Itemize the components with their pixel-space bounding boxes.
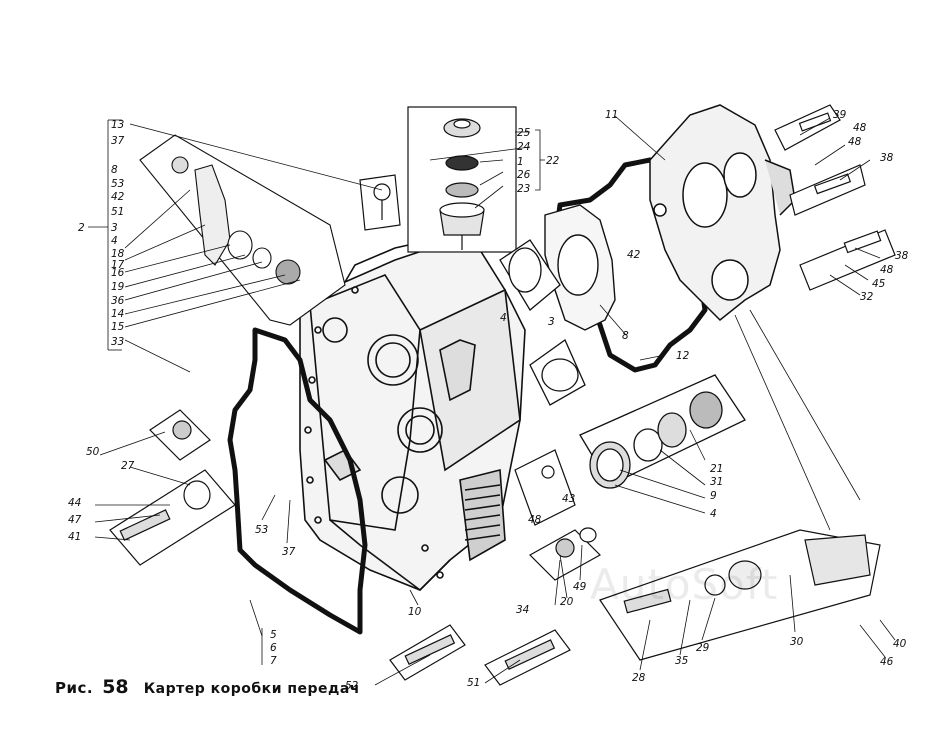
part-label-24: 24 xyxy=(517,141,530,153)
part-label-12: 12 xyxy=(676,350,690,362)
part-label-16: 16 xyxy=(111,267,125,279)
part-label-47: 47 xyxy=(68,514,82,526)
part-label-51: 51 xyxy=(111,206,124,218)
part-label-6: 6 xyxy=(270,642,277,654)
part-label-23: 23 xyxy=(517,183,530,195)
part-label-36: 36 xyxy=(111,295,125,307)
part-label-51: 51 xyxy=(467,677,480,689)
part-label-39: 39 xyxy=(833,109,847,121)
part-label-17: 17 xyxy=(111,259,125,271)
caption-number: 58 xyxy=(102,676,129,698)
caption-prefix: Рис. xyxy=(55,679,94,697)
part-label-9: 9 xyxy=(710,490,717,502)
part-label-31: 31 xyxy=(710,476,723,488)
part-label-2: 2 xyxy=(78,222,85,234)
part-label-10: 10 xyxy=(408,606,422,618)
part-label-35: 35 xyxy=(675,655,689,667)
part-label-1: 1 xyxy=(517,156,524,168)
eye-bolt xyxy=(359,174,401,231)
part-label-5: 5 xyxy=(270,629,277,641)
part-label-42: 42 xyxy=(627,249,641,261)
part-label-26: 26 xyxy=(517,169,531,181)
part-label-32: 32 xyxy=(860,291,874,303)
lower-parts xyxy=(514,449,881,661)
part-label-3: 3 xyxy=(548,316,555,328)
part-label-13: 13 xyxy=(111,119,124,131)
part-label-38: 38 xyxy=(895,250,909,262)
part-label-53: 53 xyxy=(255,524,268,536)
bearing-group xyxy=(579,374,746,489)
part-label-20: 20 xyxy=(560,596,574,608)
part-label-3: 3 xyxy=(111,222,118,234)
part-label-46: 46 xyxy=(880,656,894,668)
part-label-37: 37 xyxy=(282,546,296,558)
part-label-49: 49 xyxy=(573,581,587,593)
part-label-33: 33 xyxy=(111,336,124,348)
part-label-44: 44 xyxy=(68,497,81,509)
part-label-11: 11 xyxy=(605,109,618,121)
gasket-left xyxy=(227,327,368,635)
part-label-8: 8 xyxy=(622,330,629,342)
part-label-38: 38 xyxy=(880,152,894,164)
part-label-27: 27 xyxy=(121,460,135,472)
part-label-19: 19 xyxy=(111,281,125,293)
part-label-48: 48 xyxy=(528,514,542,526)
part-label-50: 50 xyxy=(86,446,100,458)
part-label-41: 41 xyxy=(68,531,81,543)
part-label-15: 15 xyxy=(111,321,125,333)
part-label-48: 48 xyxy=(848,136,862,148)
studs xyxy=(389,624,571,686)
part-label-21: 21 xyxy=(710,463,723,475)
part-label-18: 18 xyxy=(111,248,125,260)
part-label-14: 14 xyxy=(111,308,124,320)
rear-cover xyxy=(649,104,796,322)
figure-caption: Рис. 58 Картер коробки передач xyxy=(55,676,360,698)
part-label-7: 7 xyxy=(270,655,277,667)
part-label-34: 34 xyxy=(516,604,529,616)
part-label-40: 40 xyxy=(893,638,907,650)
leader-lines xyxy=(88,115,896,686)
part-label-22: 22 xyxy=(546,155,560,167)
part-label-25: 25 xyxy=(517,127,531,139)
seal-rings xyxy=(499,239,586,406)
part-label-53: 53 xyxy=(111,178,124,190)
part-label-4: 4 xyxy=(500,312,507,324)
part-label-45: 45 xyxy=(872,278,886,290)
part-label-42: 42 xyxy=(111,191,125,203)
cover-plate xyxy=(544,204,616,331)
inset-box-upper-left xyxy=(139,134,346,326)
inset-box-breather xyxy=(407,106,517,253)
part-label-37: 37 xyxy=(111,135,125,147)
part-label-4: 4 xyxy=(111,235,118,247)
inset-left-parts xyxy=(109,409,236,566)
part-label-8: 8 xyxy=(111,164,118,176)
bolt-set-right xyxy=(774,104,896,291)
caption-title: Картер коробки передач xyxy=(143,681,360,697)
part-label-4: 4 xyxy=(710,508,717,520)
part-label-48: 48 xyxy=(880,264,894,276)
gearbox-housing xyxy=(299,237,526,592)
part-label-52: 52 xyxy=(345,680,359,692)
part-label-30: 30 xyxy=(790,636,804,648)
watermark: AutoSoft xyxy=(590,560,779,609)
part-label-48: 48 xyxy=(853,122,867,134)
part-label-43: 43 xyxy=(562,493,575,505)
part-label-29: 29 xyxy=(696,642,710,654)
part-label-28: 28 xyxy=(632,672,646,684)
